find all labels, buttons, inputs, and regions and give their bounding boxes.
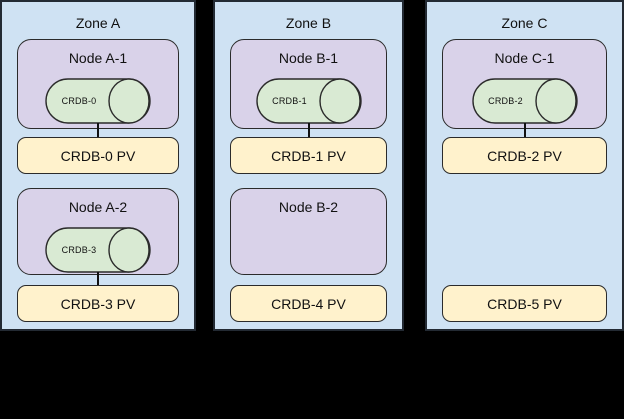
zone-b-title: Zone B <box>285 15 332 31</box>
zone-c-title: Zone C <box>501 15 548 31</box>
crdb-4-pv-label: CRDB-4 PV <box>271 295 346 312</box>
crdb-2-database-cylinder-icon: CRDB-2 <box>471 78 578 124</box>
node-b1-box: Node B-1 CRDB-1 <box>230 39 387 129</box>
zone-a: Zone A Node A-1 CRDB-0 CRDB-0 PV Node A-… <box>0 0 196 331</box>
node-b1-title: Node B-1 <box>278 50 339 66</box>
zone-b: Zone B Node B-1 CRDB-1 CRDB-1 PV Node B-… <box>213 0 404 331</box>
node-b2-box: Node B-2 <box>230 188 387 275</box>
zone-a-title: Zone A <box>75 15 121 31</box>
crdb-1-pv-box: CRDB-1 PV <box>230 137 387 174</box>
crdb-0-label: CRDB-0 <box>61 96 97 106</box>
crdb-4-pv-box: CRDB-4 PV <box>230 285 387 322</box>
crdb-5-pv-label: CRDB-5 PV <box>487 295 562 312</box>
node-c1-box: Node C-1 CRDB-2 <box>442 39 607 129</box>
crdb-0-database-cylinder-icon: CRDB-0 <box>45 78 151 124</box>
node-a2-title: Node A-2 <box>68 199 128 215</box>
crdb-5-pv-box: CRDB-5 PV <box>442 285 607 322</box>
node-c1-title: Node C-1 <box>494 50 555 66</box>
node-a1-title: Node A-1 <box>68 50 128 66</box>
crdb-3-pv-label: CRDB-3 PV <box>60 295 136 312</box>
crdb-2-pv-label: CRDB-2 PV <box>487 147 562 164</box>
connector-crdb2-to-pv <box>523 123 526 138</box>
crdb-1-database-cylinder-icon: CRDB-1 <box>255 78 362 124</box>
connector-crdb1-to-pv <box>307 123 310 138</box>
connector-crdb0-to-pv <box>97 123 99 138</box>
crdb-1-label: CRDB-1 <box>272 96 307 106</box>
crdb-0-pv-label: CRDB-0 PV <box>60 147 136 164</box>
crdb-3-label: CRDB-3 <box>61 245 97 255</box>
node-a1-box: Node A-1 CRDB-0 <box>17 39 179 129</box>
zone-c: Zone C Node C-1 CRDB-2 CRDB-2 PV CRDB-5 … <box>425 0 624 331</box>
crdb-3-database-cylinder-icon: CRDB-3 <box>45 227 151 273</box>
crdb-2-label: CRDB-2 <box>488 96 523 106</box>
connector-crdb3-to-pv <box>97 272 99 286</box>
node-b2-title: Node B-2 <box>278 199 339 215</box>
node-a2-box: Node A-2 CRDB-3 <box>17 188 179 275</box>
crdb-2-pv-box: CRDB-2 PV <box>442 137 607 174</box>
crdb-1-pv-label: CRDB-1 PV <box>271 147 346 164</box>
crdb-0-pv-box: CRDB-0 PV <box>17 137 179 174</box>
crdb-3-pv-box: CRDB-3 PV <box>17 285 179 322</box>
